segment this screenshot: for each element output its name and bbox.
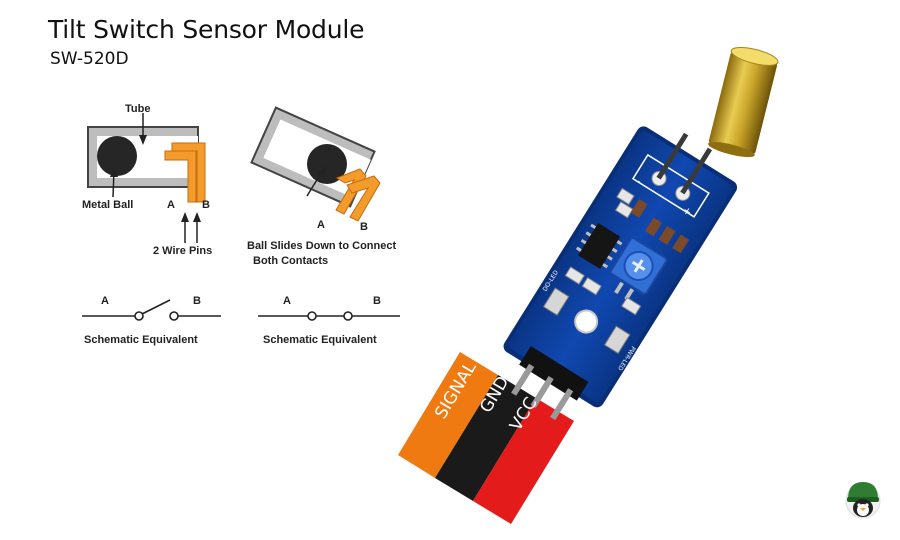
pin-header xyxy=(519,345,589,401)
schematic-open-switch xyxy=(82,299,221,321)
brass-cylinder xyxy=(708,51,778,155)
board-minus-label: - xyxy=(635,176,644,187)
pcb-board: DO-LED PWR-LED - xyxy=(503,126,738,421)
signal-wire xyxy=(398,352,498,478)
gnd-wire xyxy=(435,375,536,501)
slide-label-line2: Both Contacts xyxy=(253,255,329,267)
schematic1-caption: Schematic Equivalent xyxy=(84,334,198,346)
header-pin xyxy=(511,363,535,396)
smd-components xyxy=(564,187,690,316)
page-subtitle: SW-520D xyxy=(50,49,129,69)
header-pin xyxy=(550,388,574,421)
header-pin xyxy=(530,375,554,408)
mounting-hole xyxy=(574,309,599,334)
metal-ball-tilted xyxy=(307,144,347,184)
schematic1-pin-a: A xyxy=(101,295,109,307)
metal-ball-label: Metal Ball xyxy=(82,199,134,211)
schematic-closed-switch xyxy=(258,311,400,321)
schematic2-pin-b: B xyxy=(373,295,381,307)
schematic2-pin-a: A xyxy=(283,295,291,307)
tilted-pin-a-label: A xyxy=(317,219,325,231)
wire-pin-b-tilted xyxy=(346,175,381,222)
page-title: Tilt Switch Sensor Module xyxy=(48,15,365,44)
slide-label-line1: Ball Slides Down to Connect xyxy=(247,240,397,252)
metal-ball xyxy=(97,136,137,176)
comparator-chip xyxy=(578,222,621,270)
pin-b-label: B xyxy=(202,199,210,211)
penguin-mascot-icon xyxy=(845,482,881,519)
do-led xyxy=(542,287,570,316)
jumper-wires xyxy=(398,352,574,524)
sw520d-tilt-sensor xyxy=(708,46,779,158)
pin-a-label: A xyxy=(167,199,175,211)
tilted-pin-b-label: B xyxy=(360,221,368,233)
tube-horizontal xyxy=(87,113,206,243)
schematic2-caption: Schematic Equivalent xyxy=(263,334,377,346)
wire-pin-b xyxy=(171,142,206,203)
wire-pins-label: 2 Wire Pins xyxy=(153,245,213,257)
vcc-wire xyxy=(473,398,574,524)
pwr-led xyxy=(603,325,631,355)
schematic1-pin-b: B xyxy=(193,295,201,307)
tube-label: Tube xyxy=(125,103,151,115)
